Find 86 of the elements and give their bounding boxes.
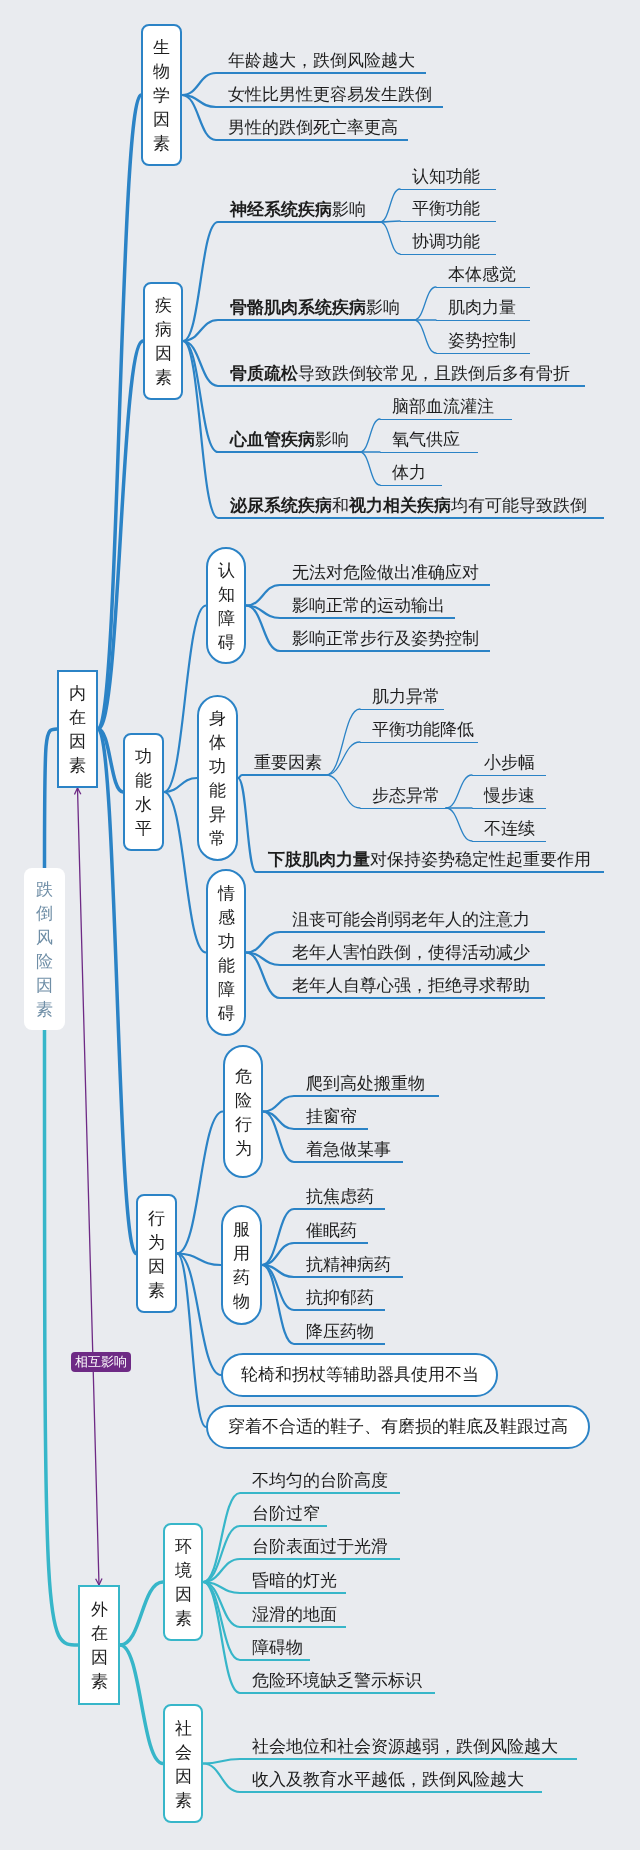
underlined-topic: 无法对危险做出准确应对 bbox=[280, 560, 490, 586]
underlined-topic: 肌肉力量 bbox=[436, 295, 530, 321]
branch-line bbox=[201, 1491, 242, 1584]
branch-line bbox=[359, 451, 381, 453]
underlined-topic: 不连续 bbox=[472, 816, 546, 842]
branch-line bbox=[325, 774, 361, 809]
underlined-topic: 沮丧可能会削弱老年人的注意力 bbox=[280, 907, 545, 933]
branch-line bbox=[325, 741, 361, 776]
branch-line bbox=[413, 319, 437, 354]
underlined-topic: 氧气供应 bbox=[380, 427, 478, 453]
underlined-topic: 年龄越大，跌倒风险越大 bbox=[216, 48, 426, 74]
underlined-topic: 抗抑郁药 bbox=[294, 1285, 385, 1311]
underlined-topic: 重要因素 bbox=[242, 750, 326, 776]
edge-label: 相互影响 bbox=[70, 1351, 131, 1372]
branch-line bbox=[379, 188, 401, 223]
branch-line bbox=[359, 418, 381, 453]
underlined-topic: 老年人害怕跌倒，使得活动减少 bbox=[280, 940, 545, 966]
underlined-topic: 本体感觉 bbox=[436, 262, 530, 288]
underlined-topic: 认知功能 bbox=[400, 164, 496, 190]
underlined-topic: 催眠药 bbox=[294, 1218, 368, 1244]
branch-line bbox=[445, 807, 473, 842]
underlined-topic: 脑部血流灌注 bbox=[380, 394, 512, 420]
underlined-topic: 老年人自尊心强，拒绝寻求帮助 bbox=[280, 973, 545, 999]
arrow bbox=[73, 787, 103, 1586]
topic-box: 环境因素 bbox=[163, 1523, 203, 1641]
underlined-topic: 体力 bbox=[380, 460, 442, 486]
underlined-topic: 社会地位和社会资源越弱，跌倒风险越大 bbox=[240, 1734, 577, 1760]
branch-line bbox=[413, 319, 437, 321]
branch-line bbox=[162, 790, 208, 954]
underlined-topic: 挂窗帘 bbox=[294, 1104, 368, 1130]
underlined-topic: 下肢肌肉力量对保持姿势稳定性起重要作用 bbox=[256, 847, 604, 873]
underlined-topic: 台阶过窄 bbox=[240, 1501, 327, 1527]
branch-line bbox=[379, 220, 401, 223]
branch-line bbox=[42, 1028, 80, 1647]
underlined-topic: 不均匀的台阶高度 bbox=[240, 1468, 400, 1494]
underlined-topic: 台阶表面过于光滑 bbox=[240, 1534, 400, 1560]
underlined-topic: 肌力异常 bbox=[360, 684, 444, 710]
underlined-topic: 抗精神病药 bbox=[294, 1252, 403, 1278]
underlined-topic: 危险环境缺乏警示标识 bbox=[240, 1668, 435, 1694]
underlined-topic: 骨骼肌肉系统疾病影响 bbox=[218, 295, 414, 321]
underlined-topic: 平衡功能降低 bbox=[360, 717, 478, 743]
topic-box: 功能水平 bbox=[123, 733, 164, 851]
underlined-topic: 降压药物 bbox=[294, 1319, 385, 1345]
underlined-topic: 神经系统疾病影响 bbox=[218, 197, 380, 223]
underlined-topic: 昏暗的灯光 bbox=[240, 1568, 346, 1594]
root-topic-box: 跌倒风险因素 bbox=[24, 868, 65, 1030]
topic-box: 疾病因素 bbox=[143, 282, 183, 400]
underlined-topic: 小步幅 bbox=[472, 750, 546, 776]
underlined-topic: 姿势控制 bbox=[436, 328, 530, 354]
underlined-topic: 平衡功能 bbox=[400, 196, 496, 222]
underlined-topic: 爬到高处搬重物 bbox=[294, 1071, 439, 1097]
underlined-topic: 抗焦虑药 bbox=[294, 1184, 385, 1210]
branch-line bbox=[359, 451, 381, 486]
underlined-topic: 女性比男性更容易发生跌倒 bbox=[216, 82, 443, 108]
topic-box: 外在因素 bbox=[78, 1585, 120, 1705]
underlined-topic: 收入及教育水平越低，跌倒风险越大 bbox=[240, 1767, 542, 1793]
branch-line bbox=[181, 220, 220, 343]
underlined-topic: 湿滑的地面 bbox=[240, 1602, 346, 1628]
underlined-topic: 影响正常的运动输出 bbox=[280, 593, 455, 619]
branch-line bbox=[181, 339, 220, 520]
underlined-topic: 协调功能 bbox=[400, 229, 496, 255]
branch-line bbox=[175, 1252, 208, 1429]
underlined-topic: 影响正常步行及姿势控制 bbox=[280, 626, 490, 652]
underlined-topic: 心血管疾病影响 bbox=[218, 427, 360, 453]
topic-pill: 穿着不合适的鞋子、有磨损的鞋底及鞋跟过高 bbox=[206, 1405, 590, 1449]
underlined-topic: 泌尿系统疾病和视力相关疾病均有可能导致跌倒 bbox=[218, 493, 604, 519]
branch-line bbox=[162, 604, 208, 794]
topic-box: 社会因素 bbox=[163, 1704, 203, 1823]
underlined-topic: 步态异常 bbox=[360, 783, 446, 809]
branch-line bbox=[201, 1580, 242, 1695]
topic-box: 内在因素 bbox=[57, 670, 98, 788]
branch-line bbox=[180, 93, 218, 142]
underlined-topic: 男性的跌倒死亡率更高 bbox=[216, 115, 408, 141]
branch-line bbox=[445, 807, 473, 809]
branch-line bbox=[201, 1757, 242, 1765]
topic-box: 行为因素 bbox=[136, 1194, 177, 1313]
underlined-topic: 着急做某事 bbox=[294, 1137, 403, 1163]
branch-line bbox=[413, 286, 437, 321]
underlined-topic: 骨质疏松导致跌倒较常见，且跌倒后多有骨折 bbox=[218, 361, 585, 387]
branch-line bbox=[42, 727, 59, 870]
branch-line bbox=[201, 1762, 242, 1794]
topic-pill: 轮椅和拐杖等辅助器具使用不当 bbox=[221, 1353, 498, 1397]
underlined-topic: 慢步速 bbox=[472, 783, 546, 809]
topic-box: 生物学因素 bbox=[141, 24, 182, 166]
underlined-topic: 障碍物 bbox=[240, 1635, 310, 1661]
branch-line bbox=[379, 221, 401, 255]
